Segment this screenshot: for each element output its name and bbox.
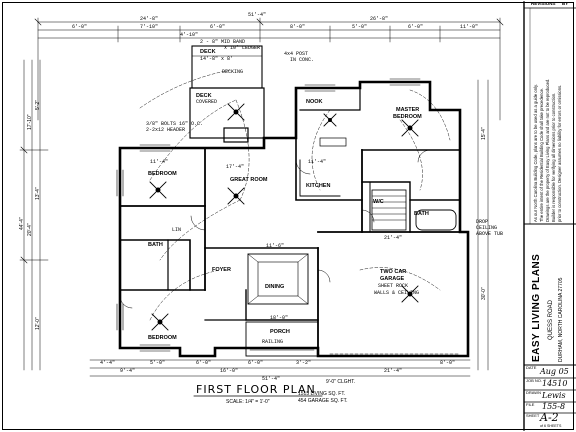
bath-left-label: BATH xyxy=(148,242,163,248)
dim-top-h: 4'-10" xyxy=(180,32,199,38)
dim-top-overall: 51'-4" xyxy=(248,12,267,18)
disclaimer-4: Builder is responsible for verifying all… xyxy=(551,92,556,222)
dim-top-f: 6'-0" xyxy=(408,24,424,30)
header-note-2: 2-2x12 HEADER xyxy=(146,127,186,133)
date-label: DATE xyxy=(526,365,537,370)
dim-left-a: 17'-10" xyxy=(27,114,33,130)
dim-bottom-g: 6'-0" xyxy=(248,360,264,366)
company-city: DURHAM, NORTH CAROLINA 27705 xyxy=(558,277,564,362)
dim-top-e: 5'-0" xyxy=(352,24,368,30)
wic-label: W/C xyxy=(373,199,384,205)
living-sqft: 1515 LIVING SQ. FT. xyxy=(298,391,346,397)
dim-top-c: 6'-0" xyxy=(210,24,226,30)
dim-top-left: 24'-8" xyxy=(140,16,159,22)
foyer-label: FOYER xyxy=(212,267,231,273)
dim-bottom-overall: 51'-4" xyxy=(262,376,281,382)
file-value: 155-8 xyxy=(542,402,566,411)
drop-note-2: CEILING xyxy=(476,225,498,231)
dim-left-overall: 44'-4" xyxy=(19,217,25,230)
deck-top-label: DECK xyxy=(200,49,216,55)
dim-bottom-c: 21'-4" xyxy=(384,368,403,374)
dim-top-g: 11'-0" xyxy=(460,24,479,30)
dim-dining: 11'-6" xyxy=(266,243,285,249)
dim-left-d: 12'-0" xyxy=(35,317,41,330)
ceiling-note: 9'-0" CLGHT. xyxy=(326,379,356,385)
drawn-value: Lewis xyxy=(542,391,566,400)
dim-right-b: 30'-0" xyxy=(481,287,487,300)
company-address: QUESS ROAD xyxy=(548,299,554,340)
linen-label: LIN xyxy=(172,227,182,233)
dim-great-room: 17'-4" xyxy=(226,164,245,170)
dim-left-c: 13'-4" xyxy=(35,187,41,200)
dim-top-right: 26'-8" xyxy=(370,16,389,22)
dim-bottom-a: 9'-4" xyxy=(120,368,136,374)
dim-left-b: 20'-4" xyxy=(27,223,33,236)
header-note: 3/8" BOLTS 16" O.C. xyxy=(146,121,204,127)
company-name: EASY LIVING PLANS xyxy=(531,253,542,362)
disclaimer-1: As our North Carolina Building Code, pla… xyxy=(533,84,538,222)
sheet-label: SHEET xyxy=(526,413,540,418)
ledger-note-2: x 10' LEDGER xyxy=(224,45,261,51)
sheet-value: A-2 xyxy=(540,411,559,424)
deck-top-size: 14'-8" x 8' xyxy=(200,56,234,62)
master-bedroom-label: MASTER xyxy=(396,107,420,113)
dim-bottom-f: 6'-0" xyxy=(196,360,212,366)
by-header: BY xyxy=(562,1,569,6)
dim-garage: 21'-4" xyxy=(384,235,403,241)
bath-right-label: BATH xyxy=(414,211,429,217)
dining-label: DINING xyxy=(265,284,285,290)
job-value: 14510 xyxy=(542,379,568,388)
great-room-label: GREAT ROOM xyxy=(230,177,268,183)
file-label: FILE xyxy=(526,402,535,407)
deck-covered-label: DECK xyxy=(196,93,212,99)
garage-note-2: WALLS & CEILING xyxy=(374,290,420,296)
dim-bedroom: 11'-4" xyxy=(150,159,169,165)
garage-sqft: 454 GARAGE SQ. FT. xyxy=(298,398,348,404)
deck-top-note: DECKING xyxy=(222,69,244,75)
dim-kitchen: 11'-4" xyxy=(308,159,327,165)
drawn-label: DRAWN xyxy=(526,390,541,395)
post-note: 4x4 POST xyxy=(284,51,309,57)
job-label: JOB NO. xyxy=(526,378,543,383)
scale-text: SCALE: 1/4" = 1'-0" xyxy=(226,399,270,405)
disclaimer-5: prior to construction. Designer assumes … xyxy=(557,84,562,222)
nook-label: NOOK xyxy=(306,99,323,105)
disclaimer-3: Drawings are the property of Easy Living… xyxy=(545,78,550,222)
dim-bottom-e: 5'-0" xyxy=(150,360,166,366)
drop-note-3: ABOVE TUB xyxy=(476,231,504,237)
drop-note: DROP xyxy=(476,219,489,225)
dim-bottom-h: 3'-2" xyxy=(296,360,312,366)
disclaimer-2: The entire intent of the Residential Bui… xyxy=(539,87,544,222)
railing-label: RAILING xyxy=(262,339,284,345)
dim-bottom-i: 8'-0" xyxy=(440,360,456,366)
dim-bottom-d: 4'-4" xyxy=(100,360,116,366)
bedroom-lower-label: BEDROOM xyxy=(148,335,177,341)
master-bedroom-label-2: BEDROOM xyxy=(393,114,422,120)
garage-label-2: GARAGE xyxy=(380,276,405,282)
porch-label: PORCH xyxy=(270,329,290,335)
sheet-title: FIRST FLOOR PLAN xyxy=(196,383,316,396)
dim-right-a: 15'-4" xyxy=(481,127,487,140)
kitchen-label: KITCHEN xyxy=(306,183,331,189)
dim-top-a: 6'-0" xyxy=(72,24,88,30)
bedroom-upper-label: BEDROOM xyxy=(148,171,177,177)
deck-covered-note: COVERED xyxy=(196,99,218,105)
ledger-note: 2 - 8" MID BAND xyxy=(200,39,246,45)
dim-left-e: 5'-2" xyxy=(35,100,41,110)
garage-label: TWO CAR xyxy=(380,269,407,275)
dim-top-d: 8'-0" xyxy=(290,24,306,30)
dim-bottom-b: 16'-0" xyxy=(220,368,239,374)
dim-porch: 18'-0" xyxy=(270,315,289,321)
sheet-of: of 6 SHEETS xyxy=(540,424,562,428)
garage-note: SHEET ROCK xyxy=(378,283,409,289)
dim-top-b: 7'-10" xyxy=(140,24,159,30)
revisions-header: REVISIONS xyxy=(531,1,556,6)
post-note-2: IN CONC. xyxy=(290,57,315,63)
date-value: Aug 05 xyxy=(540,367,569,376)
